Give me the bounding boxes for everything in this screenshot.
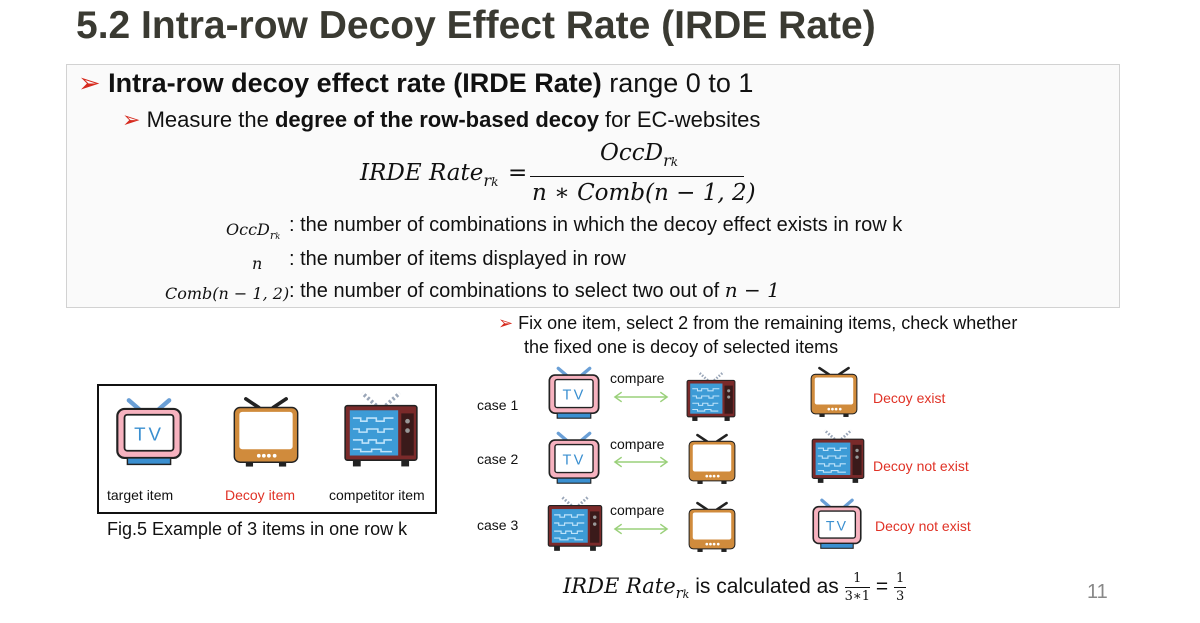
result-equals: =: [875, 575, 889, 599]
bullet-measure-bold: degree of the row-based decoy: [274, 107, 599, 132]
case-1-result: Decoy exist: [873, 390, 946, 406]
case-3-label: case 3: [477, 517, 519, 533]
fix-note: ➢ Fix one item, select 2 from the remain…: [498, 311, 1017, 359]
formula-fraction-bar: [530, 176, 744, 177]
definition-box: [66, 64, 1120, 308]
result-text: is calculated as: [689, 575, 845, 599]
compare-label: compare: [610, 370, 665, 386]
result-fraction-1: 1 3∗1: [844, 571, 870, 604]
figure-caption: Fig.5 Example of 3 items in one row k: [107, 519, 408, 539]
result-line: IRDE Raterk is calculated as 1 3∗1 = 1 3: [563, 570, 907, 605]
bullet-irde-bold: Intra-row decoy effect rate (IRDE Rate): [108, 68, 602, 98]
bullet-measure-pre: Measure the: [146, 107, 275, 132]
case-2-result: Decoy not exist: [873, 458, 969, 474]
legend-target-label: target item: [107, 487, 174, 503]
tv-competitor-icon: [546, 494, 604, 552]
legend-box: [97, 384, 437, 514]
double-arrow-icon: [612, 391, 670, 403]
slide-title: 5.2 Intra-row Decoy Effect Rate (IRDE Ra…: [76, 4, 876, 47]
formula-lhs: IRDE Raterk: [360, 160, 499, 190]
legend-competitor-label: competitor item: [329, 487, 425, 503]
def-text-n: : the number of items displayed in row: [289, 248, 626, 270]
result-fraction-2: 1 3: [893, 571, 907, 604]
fix-line-1: Fix one item, select 2 from the remainin…: [518, 313, 1018, 333]
def-symbol-occd: OccDrk: [226, 220, 281, 242]
bullet-arrow-icon: ➢: [122, 107, 141, 132]
page-number: 11: [1087, 581, 1108, 603]
fix-line-2: the fixed one is decoy of selected items: [524, 337, 839, 357]
case-3-result: Decoy not exist: [875, 518, 971, 534]
double-arrow-icon: [612, 523, 670, 535]
tv-decoy-icon: [686, 432, 738, 486]
formula-denominator: n ∗ Comb(n − 1, 2): [532, 180, 756, 206]
tv-target-icon: [113, 392, 185, 472]
bullet-irde-rest: range 0 to 1: [601, 68, 754, 98]
def-symbol-n: n: [252, 254, 263, 273]
tv-competitor-icon: [810, 428, 866, 484]
tv-decoy-icon: [230, 394, 302, 470]
def-text-occd: : the number of combinations in which th…: [289, 214, 903, 236]
tv-target-icon: [546, 430, 602, 486]
bullet-arrow-icon: ➢: [78, 68, 101, 98]
tv-target-icon: [810, 496, 864, 552]
def-symbol-comb: Comb(n − 1, 2): [165, 284, 290, 303]
tv-competitor-icon: [683, 370, 739, 422]
case-1-label: case 1: [477, 397, 519, 413]
result-lhs: IRDE Raterk: [563, 574, 690, 603]
fix-arrow-icon: ➢: [498, 313, 514, 333]
tv-decoy-icon: [686, 500, 738, 554]
case-2-label: case 2: [477, 451, 519, 467]
tv-decoy-icon: [808, 366, 860, 418]
bullet-irde-rate: ➢ Intra-row decoy effect rate (IRDE Rate…: [78, 68, 753, 99]
legend-decoy-label: Decoy item: [225, 487, 296, 503]
def-text-comb: : the number of combinations to select t…: [289, 278, 780, 302]
bullet-measure: ➢ Measure the degree of the row-based de…: [122, 107, 760, 133]
compare-label: compare: [610, 436, 665, 452]
compare-label: compare: [610, 502, 665, 518]
tv-competitor-icon: [342, 388, 420, 470]
bullet-measure-post: for EC-websites: [598, 107, 761, 132]
formula-numerator: OccDrk: [600, 140, 679, 170]
formula-equals: =: [508, 160, 528, 186]
tv-target-icon: [546, 365, 602, 421]
double-arrow-icon: [612, 456, 670, 468]
